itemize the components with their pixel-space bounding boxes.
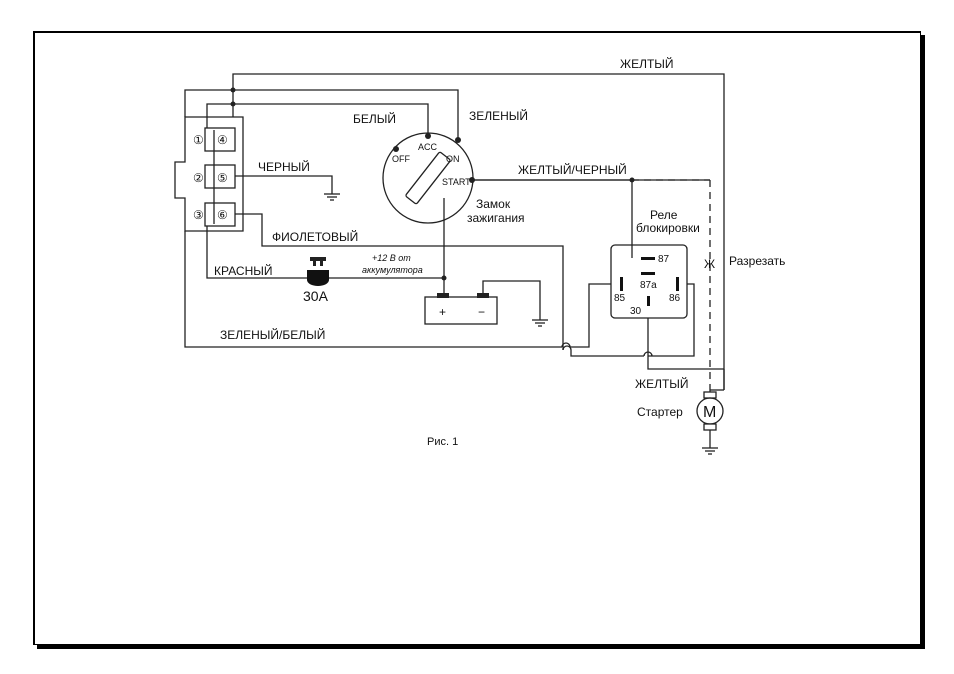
relay-title-1: Реле	[650, 208, 678, 222]
starter-symbol: M	[703, 404, 716, 421]
relay-pin-30: 30	[630, 306, 642, 317]
ignition-title-1: Замок	[476, 197, 511, 211]
label-yellow-bottom: ЖЕЛТЫЙ	[635, 376, 689, 391]
connector-pin-4: ④	[217, 133, 228, 147]
relay-title-2: блокировки	[636, 221, 700, 235]
label-violet: ФИОЛЕТОВЫЙ	[272, 229, 358, 244]
connector-pin-1: ①	[193, 133, 204, 147]
ignition-start-label: START	[442, 177, 471, 187]
fuse	[307, 257, 329, 286]
battery-feed-line2: аккумулятора	[362, 265, 423, 275]
battery-plus: +	[439, 305, 446, 319]
connector-block	[175, 117, 243, 231]
label-green: ЗЕЛЕНЫЙ	[469, 108, 528, 123]
wire-relay-30	[648, 318, 724, 369]
relay-pin-87: 87	[658, 254, 670, 265]
label-yellow-black: ЖЕЛТЫЙ/ЧЕРНЫЙ	[518, 162, 627, 177]
ignition-on-label: ON	[446, 154, 460, 164]
connector-pin-6: ⑥	[217, 208, 228, 222]
battery-feed-line1: +12 В от	[372, 253, 411, 263]
ground-symbol-1	[324, 194, 340, 200]
connector-pin-5: ⑤	[217, 171, 228, 185]
ignition-title-2: зажигания	[467, 211, 525, 225]
label-white: БЕЛЫЙ	[353, 111, 396, 126]
relay-pin-87a: 87a	[640, 280, 657, 291]
relay-pin-86: 86	[669, 293, 681, 304]
battery	[425, 293, 497, 324]
label-black: ЧЕРНЫЙ	[258, 159, 310, 174]
wire-battery-ground	[483, 281, 540, 320]
ground-symbol-2	[532, 320, 548, 326]
relay-pin-85: 85	[614, 293, 626, 304]
connector-pin-2: ②	[193, 171, 204, 185]
ignition-acc-label: ACC	[418, 142, 438, 152]
cut-label: Разрезать	[729, 254, 785, 268]
cut-mark: Ж	[704, 257, 715, 271]
wire-green-white-relay	[570, 284, 611, 347]
wire-black	[235, 176, 332, 194]
label-green-white: ЗЕЛЕНЫЙ/БЕЛЫЙ	[220, 327, 325, 342]
figure-caption: Рис. 1	[427, 436, 458, 448]
connector-pin-3: ③	[193, 208, 204, 222]
label-red: КРАСНЫЙ	[214, 263, 273, 278]
starter-label: Стартер	[637, 405, 683, 419]
ignition-off-label: OFF	[392, 154, 410, 164]
battery-minus: −	[478, 305, 485, 319]
fuse-rating: 30A	[303, 288, 329, 304]
label-yellow-top: ЖЕЛТЫЙ	[620, 56, 674, 71]
starter-motor	[697, 392, 723, 454]
